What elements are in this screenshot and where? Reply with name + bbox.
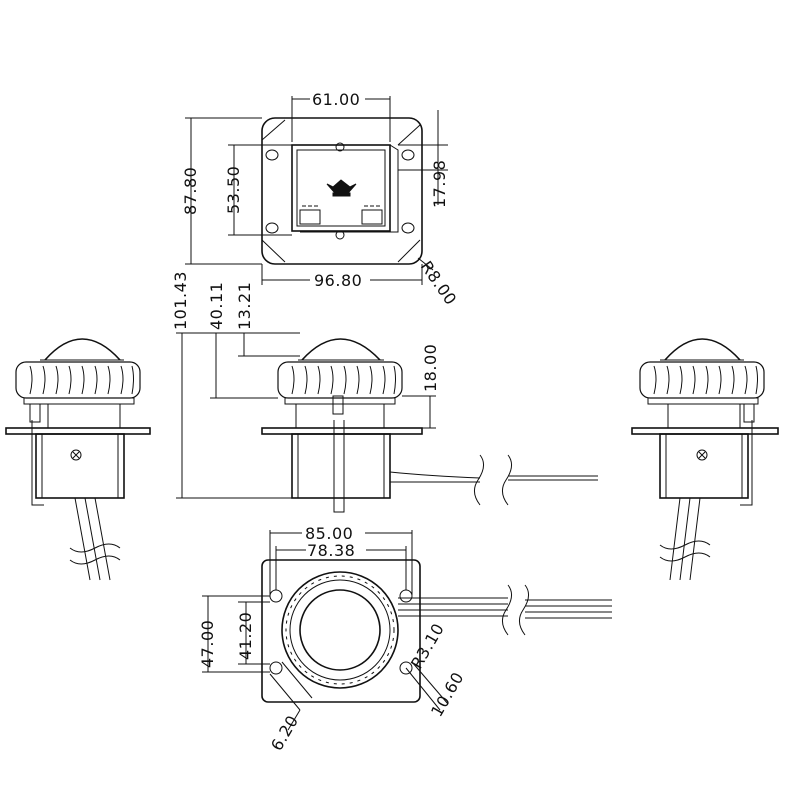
side-cable — [389, 471, 481, 483]
dim-hole-diameter: 6.20 — [267, 712, 302, 754]
dim-top-height-inner: 53.50 — [224, 166, 243, 214]
top-view: 61.00 87.80 53.50 17.98 96.80 R8.00 — [181, 90, 461, 309]
bottom-plate — [261, 559, 421, 703]
dim-side-cap-height: 18.00 — [421, 344, 440, 392]
dim-hole-spacing: 10.60 — [427, 669, 468, 720]
top-connector-left — [299, 209, 321, 225]
dim-top-width-inner: 61.00 — [312, 90, 360, 109]
logo-icon — [326, 179, 357, 197]
top-mount-holes — [265, 149, 415, 234]
top-connector-right — [361, 209, 383, 225]
dim-bottom-width-outer: 85.00 — [305, 524, 353, 543]
dim-side-mid-height: 40.11 — [207, 282, 226, 330]
side-view-right — [631, 338, 779, 581]
side-flange — [261, 427, 423, 435]
dim-bottom-height-outer: 47.00 — [198, 620, 217, 668]
dim-hole-radius: R3.10 — [407, 620, 448, 672]
side-housing — [291, 433, 391, 499]
dim-side-total-height: 101.43 — [171, 271, 190, 330]
dim-top-height-outer: 87.80 — [181, 167, 200, 215]
dim-top-width-outer: 96.80 — [314, 271, 362, 290]
dim-side-dome-height: 13.21 — [235, 282, 254, 330]
dim-bottom-width-holes: 78.38 — [307, 541, 355, 560]
bottom-view: 85.00 78.38 47.00 41.20 R3.10 10.60 6.20 — [198, 524, 612, 754]
side-dome — [301, 338, 381, 361]
side-view-left — [5, 338, 151, 581]
dim-bottom-height-holes: 41.20 — [236, 612, 255, 660]
dim-corner-radius: R8.00 — [417, 257, 461, 308]
top-flange-plate — [261, 117, 423, 265]
side-view-center: 101.43 40.11 13.21 18.00 — [171, 271, 598, 513]
bottom-knurled-ring — [281, 571, 399, 689]
bottom-lens — [299, 589, 381, 671]
dim-top-side-offset: 17.98 — [430, 160, 449, 208]
